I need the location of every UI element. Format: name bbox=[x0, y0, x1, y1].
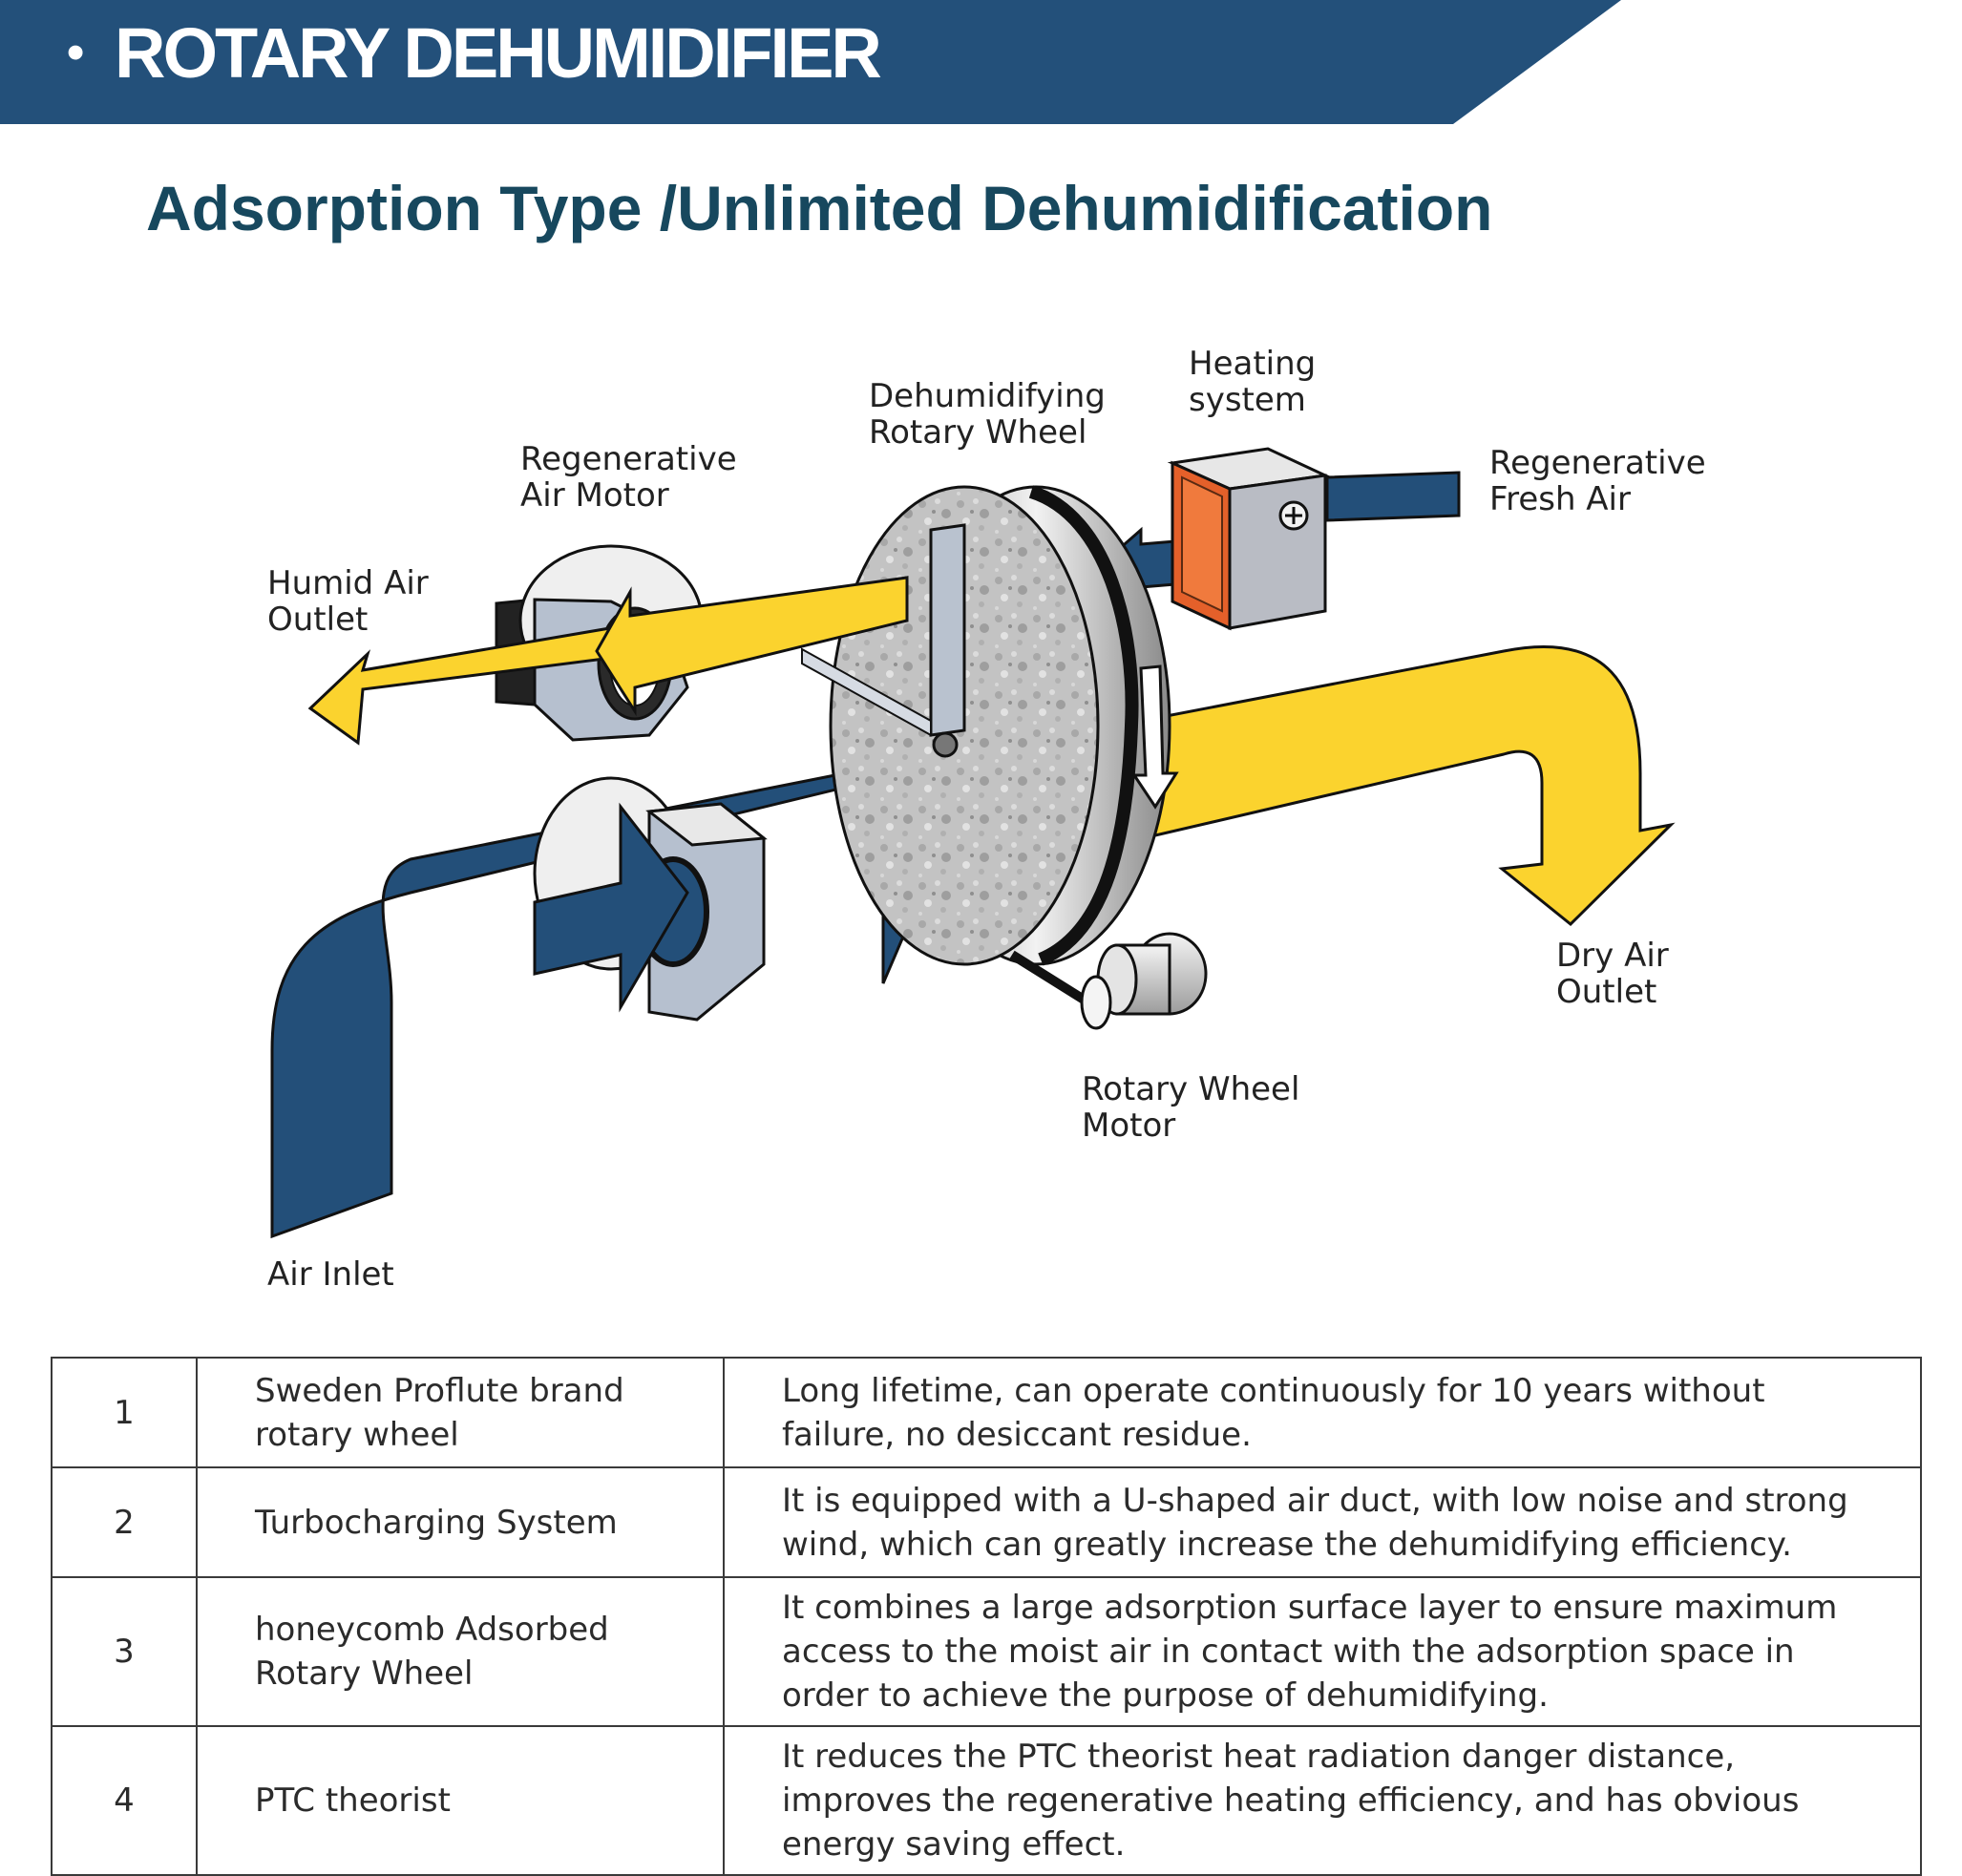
row-number: 1 bbox=[51, 1357, 198, 1468]
diagram-illustration bbox=[270, 447, 1676, 1239]
row-description: It is equipped with a U-shaped air duct,… bbox=[723, 1466, 1922, 1578]
row-description: It reduces the PTC theorist heat radiati… bbox=[723, 1725, 1922, 1876]
heating-system-box bbox=[1167, 447, 1331, 631]
table-row: 2 Turbocharging System It is equipped wi… bbox=[51, 1466, 1922, 1578]
label-air-inlet: Air Inlet bbox=[267, 1255, 394, 1294]
row-item: honeycomb Adsorbed Rotary Wheel bbox=[196, 1576, 725, 1727]
label-dry-air-outlet: Dry Air Outlet bbox=[1556, 937, 1669, 1011]
table-row: 3 honeycomb Adsorbed Rotary Wheel It com… bbox=[51, 1576, 1922, 1727]
label-regenerative-motor: Regenerative Air Motor bbox=[520, 440, 737, 515]
header-banner: • ROTARY DEHUMIDIFIER bbox=[0, 0, 1623, 124]
spec-table: 1 Sweden Proflute brand rotary wheel Lon… bbox=[51, 1357, 1922, 1876]
row-item: Turbocharging System bbox=[196, 1466, 725, 1578]
table-row: 1 Sweden Proflute brand rotary wheel Lon… bbox=[51, 1357, 1922, 1468]
label-rotary-wheel-motor: Rotary Wheel Motor bbox=[1082, 1070, 1300, 1145]
label-dehumidifying-wheel: Dehumidifying Rotary Wheel bbox=[869, 377, 1106, 452]
table-row: 4 PTC theorist It reduces the PTC theori… bbox=[51, 1725, 1922, 1876]
header-title: ROTARY DEHUMIDIFIER bbox=[115, 13, 882, 93]
label-humid-air-outlet: Humid Air Outlet bbox=[267, 564, 429, 639]
row-description: It combines a large adsorption surface l… bbox=[723, 1576, 1922, 1727]
row-item: Sweden Proflute brand rotary wheel bbox=[196, 1357, 725, 1468]
page-subtitle: Adsorption Type /Unlimited Dehumidificat… bbox=[146, 173, 1493, 243]
header-bullet: • bbox=[67, 25, 85, 80]
regen-fresh-air-duct bbox=[1325, 471, 1461, 522]
dehumidifier-diagram: Dehumidifying Rotary Wheel Heating syste… bbox=[0, 325, 1962, 1317]
dry-air-duct bbox=[1125, 645, 1676, 927]
row-number: 2 bbox=[51, 1466, 198, 1578]
header-band bbox=[0, 0, 1621, 124]
label-heating-system: Heating system bbox=[1189, 345, 1317, 419]
row-item: PTC theorist bbox=[196, 1725, 725, 1876]
label-regenerative-fresh-air: Regenerative Fresh Air bbox=[1489, 444, 1706, 518]
inlet-arrow bbox=[533, 802, 689, 1013]
rotary-wheel bbox=[801, 485, 1179, 966]
row-number: 3 bbox=[51, 1576, 198, 1727]
air-inlet-duct bbox=[270, 740, 957, 1239]
row-description: Long lifetime, can operate continuously … bbox=[723, 1357, 1922, 1468]
rotary-wheel-motor bbox=[1009, 932, 1208, 1030]
row-number: 4 bbox=[51, 1725, 198, 1876]
